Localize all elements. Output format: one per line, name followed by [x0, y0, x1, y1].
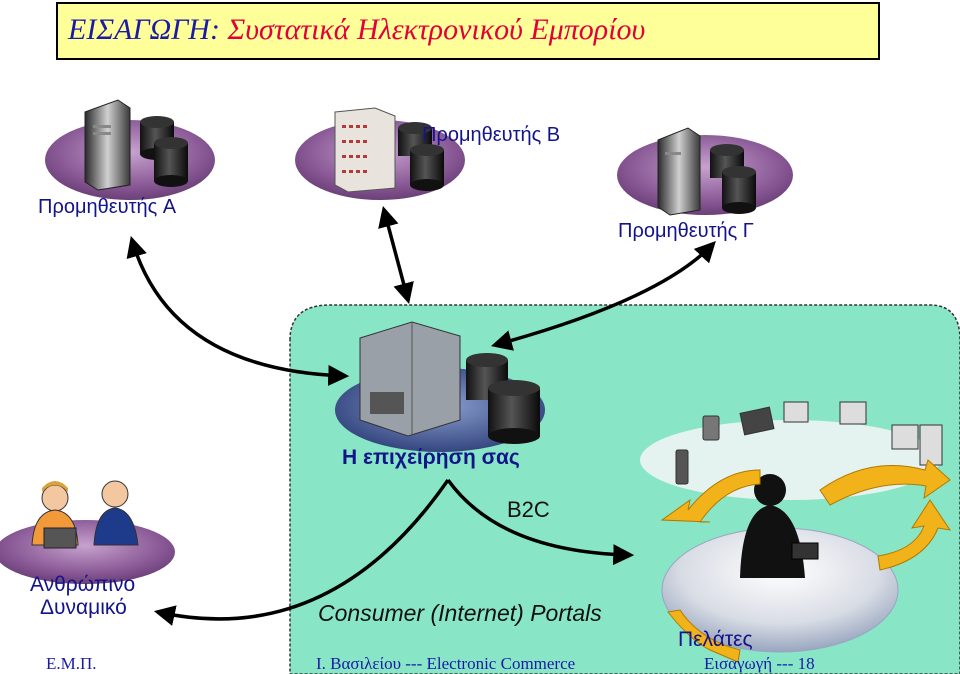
footer-page: Εισαγωγή --- 18 — [704, 654, 815, 673]
arrow-supplier-c-business — [490, 240, 716, 351]
title-prefix: ΕΙΣΑΓΩΓΗ: — [68, 13, 220, 46]
supplier-b-node — [295, 107, 465, 200]
supplier-c-node — [617, 127, 793, 216]
database-icon — [466, 353, 540, 444]
footer-institution: Ε.Μ.Π. — [46, 654, 97, 673]
customers-label: Πελάτες — [678, 628, 753, 651]
server-rack-icon — [359, 321, 461, 437]
mainframe-icon — [334, 107, 396, 193]
database-icon — [140, 116, 188, 187]
supplier-a-node — [45, 99, 215, 200]
server-tower-icon — [84, 99, 131, 191]
customers-node — [640, 401, 952, 663]
supplier-c-label: Προμηθευτής Γ — [618, 220, 754, 242]
database-icon — [710, 144, 756, 214]
supplier-a-label: Προμηθευτής A — [38, 196, 177, 218]
title-banner: ΕΙΣΑΓΩΓΗ: Συστατικά Ηλεκτρονικού Εμπορίο… — [56, 2, 880, 60]
human-resources-label-line1: Ανθρώπινο — [30, 573, 136, 596]
devices-icon — [675, 401, 943, 485]
human-resources-label-line2: Δυναμικό — [40, 596, 127, 619]
server-tower-icon — [657, 127, 701, 216]
arrow-business-human-resources — [153, 479, 450, 626]
supplier-b-label: Προμηθευτής B — [422, 124, 561, 146]
business-label: Η επιχείρηση σας — [342, 446, 520, 469]
business-node — [335, 321, 545, 452]
footer-course: Ι. Βασιλείου --- Electronic Commerce — [316, 654, 576, 673]
human-resources-node — [0, 480, 175, 584]
arrow-supplier-b-business — [378, 205, 414, 305]
arrow-supplier-a-business — [126, 235, 350, 386]
people-icon — [31, 480, 139, 549]
portals-label: Consumer (Internet) Portals — [318, 600, 602, 626]
title-text: Συστατικά Ηλεκτρονικού Εμπορίου — [227, 13, 646, 46]
b2c-label: B2C — [507, 497, 550, 522]
connector-arrows — [126, 205, 716, 626]
person-with-laptop-icon — [740, 474, 819, 578]
